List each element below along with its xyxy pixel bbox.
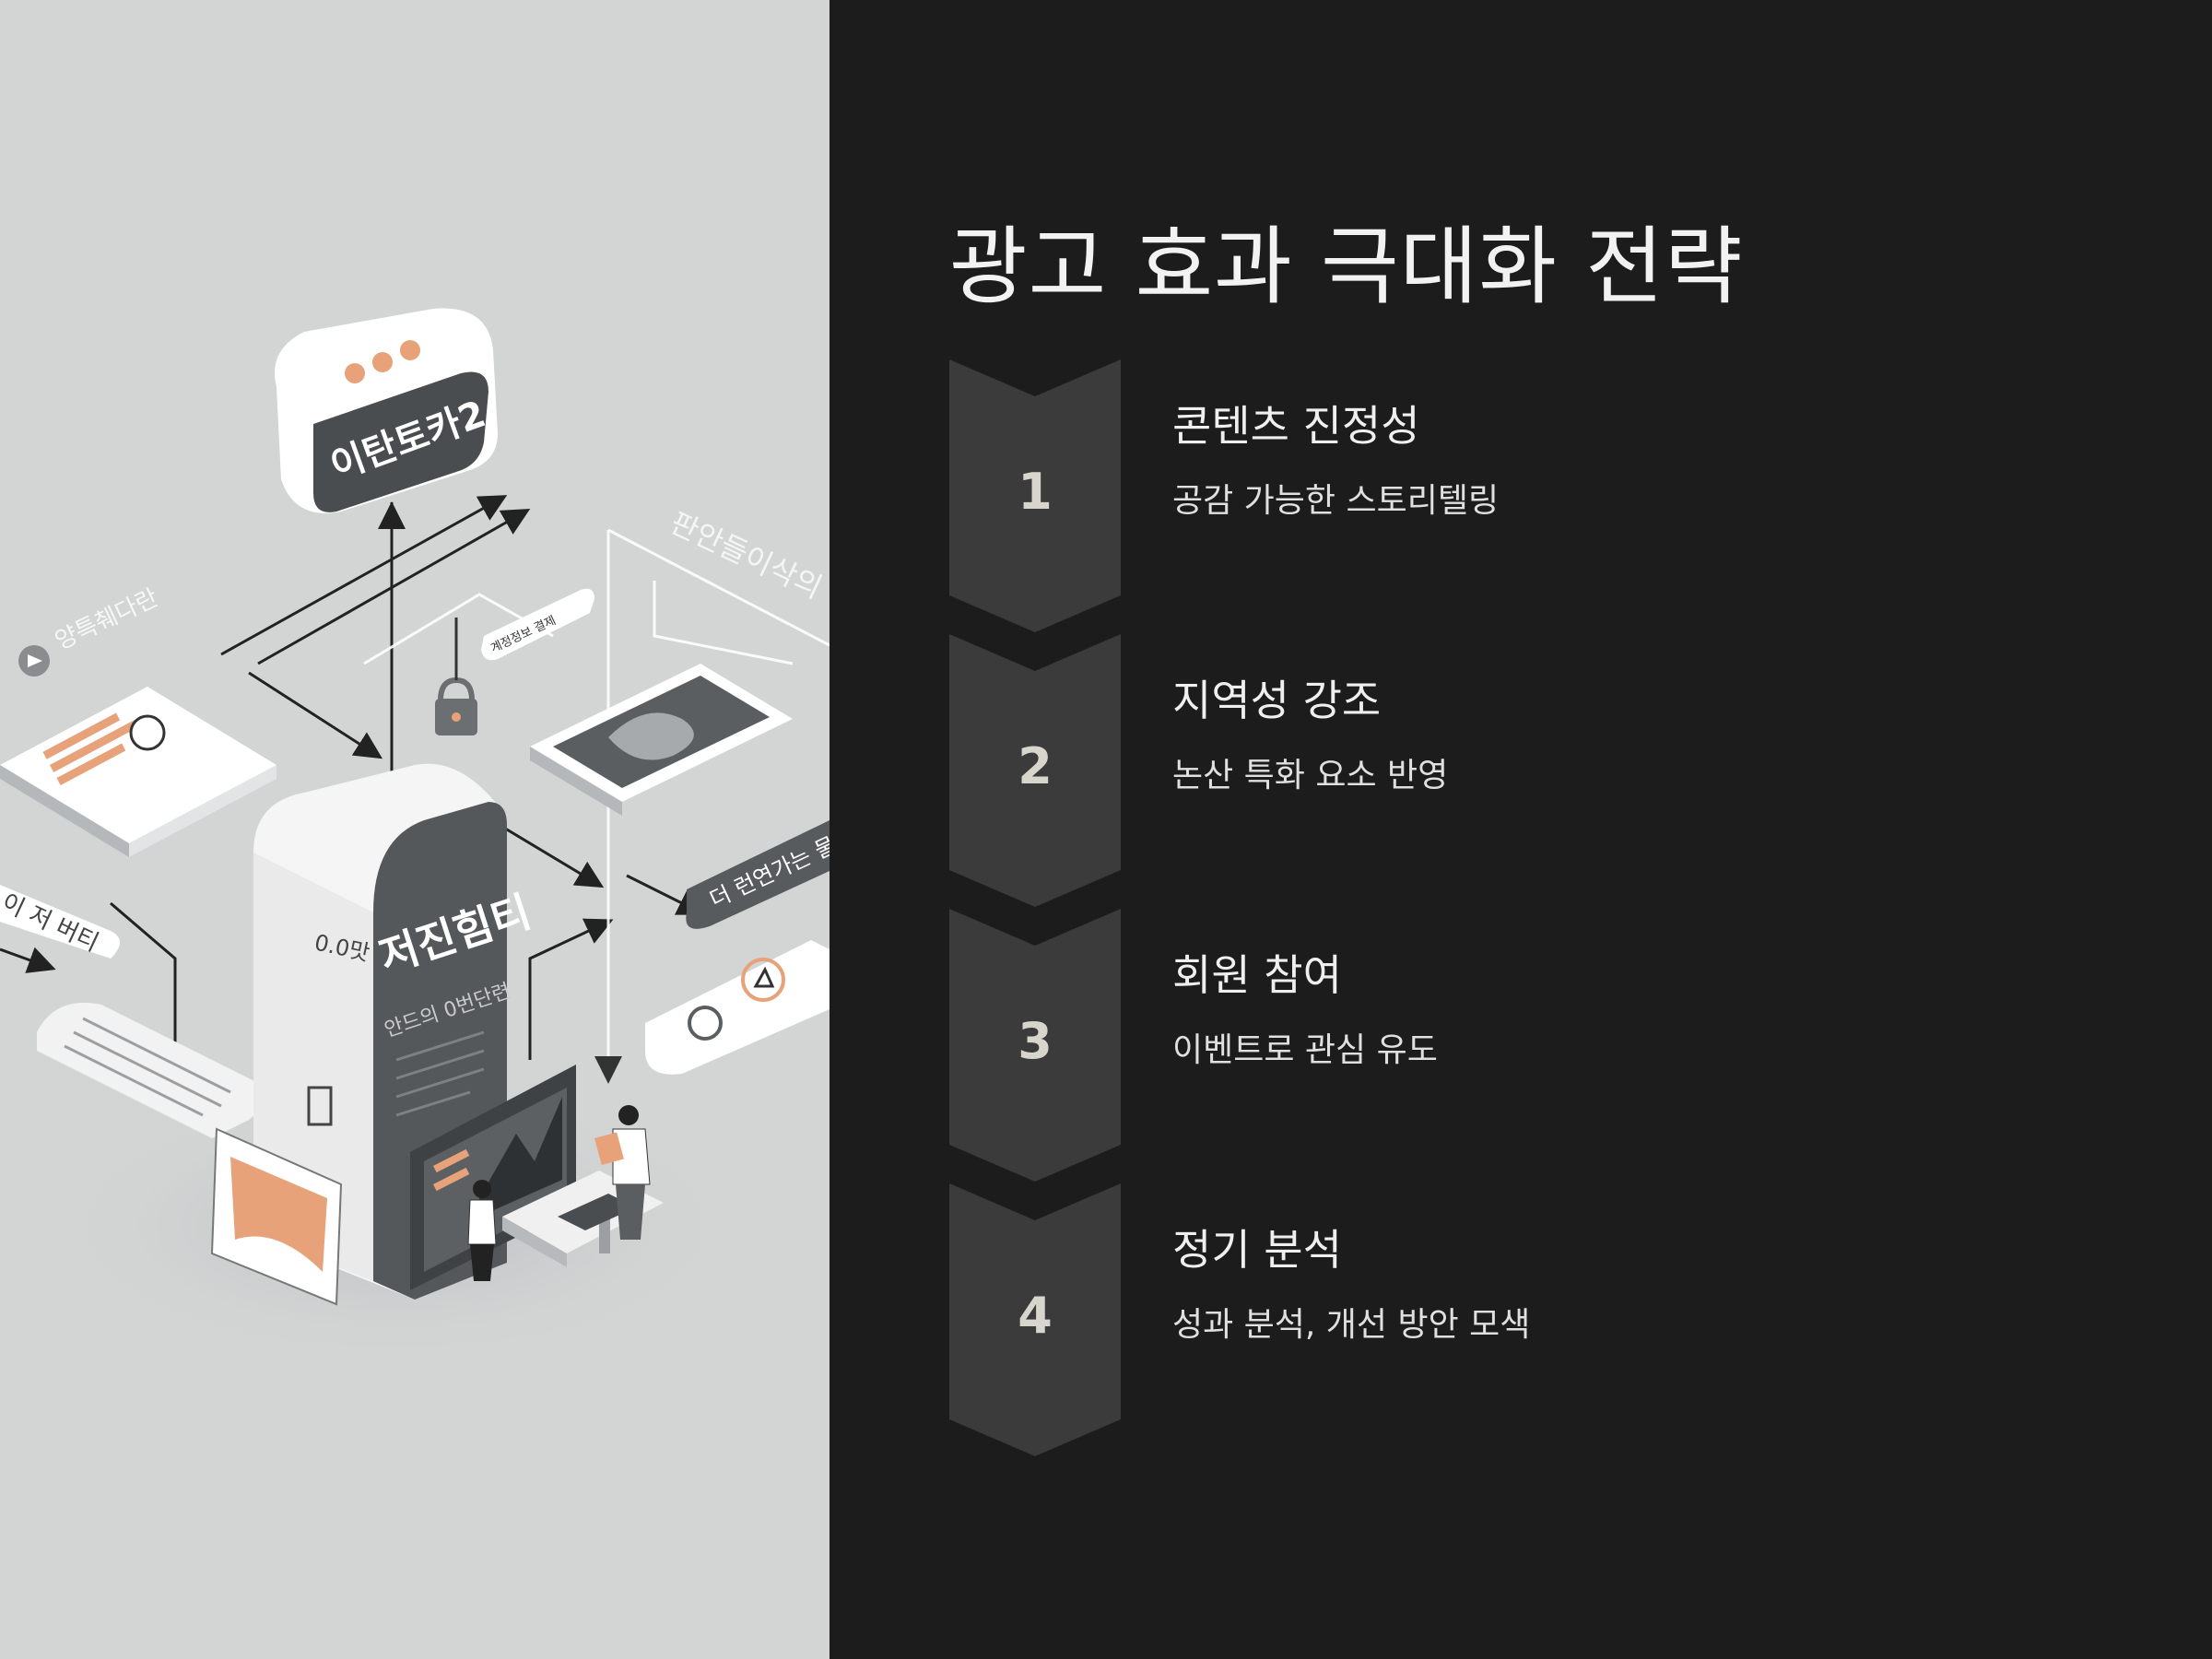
step-chevron: [949, 359, 1121, 632]
top-sign: 이탄토카2: [275, 308, 498, 513]
isometric-illustration: 이탄토카2: [0, 0, 830, 1659]
orange-papers: [210, 1127, 343, 1306]
pill-label: 더 런연가는 물: [686, 820, 830, 929]
step-number: 4: [1018, 1287, 1053, 1345]
step-chevron: [949, 909, 1121, 1182]
left-label-text: 양특췌다란: [51, 584, 162, 656]
step-number: 3: [1018, 1012, 1053, 1070]
step-title: 콘텐츠 진정성: [1172, 401, 1420, 451]
person-seated: [594, 1105, 651, 1240]
step-item-3: 3 회원 참여 이벤트로 관심 유도: [949, 909, 2147, 1185]
illustration-canvas: 이탄토카2: [0, 308, 830, 1364]
step-description: 공감 가능한 스토리텔링: [1172, 482, 1500, 520]
left-label: 양특췌다란: [18, 584, 162, 677]
note-card: [37, 1003, 262, 1138]
step-description: 성과 분석, 개선 방안 모색: [1172, 1306, 1531, 1344]
lower-left-label: 이 저 버티: [0, 885, 120, 959]
step-item-2: 2 지역성 강조 논산 특화 요소 반영: [949, 634, 2147, 911]
step-chevron: [949, 634, 1121, 907]
step-number: 2: [1018, 737, 1053, 795]
monitor: [410, 1065, 576, 1290]
right-label-text: 판안들이삭의: [665, 505, 828, 606]
step-number: 1: [1018, 463, 1053, 521]
step-title: 지역성 강조: [1172, 676, 1382, 725]
step-title: 회원 참여: [1172, 950, 1342, 1000]
page-title: 광고 효과 극대화 전략: [949, 218, 1744, 316]
step-item-1: 1 콘텐츠 진정성 공감 가능한 스토리텔링: [949, 359, 2147, 636]
step-description: 이벤트로 관심 유도: [1172, 1031, 1438, 1069]
right-panel: [645, 940, 830, 1075]
left-document-card: [0, 687, 276, 857]
step-title: 정기 분석: [1172, 1225, 1342, 1275]
step-item-4: 4 정기 분석 성과 분석, 개선 방안 모색: [949, 1183, 2147, 1460]
step-chevron: [949, 1183, 1121, 1456]
tablet-device: [530, 664, 793, 816]
small-tag: 계정정보 결제: [481, 588, 594, 661]
lock-icon: [435, 618, 477, 735]
step-description: 논산 특화 요소 반영: [1172, 757, 1449, 794]
person-standing: [467, 1180, 497, 1281]
